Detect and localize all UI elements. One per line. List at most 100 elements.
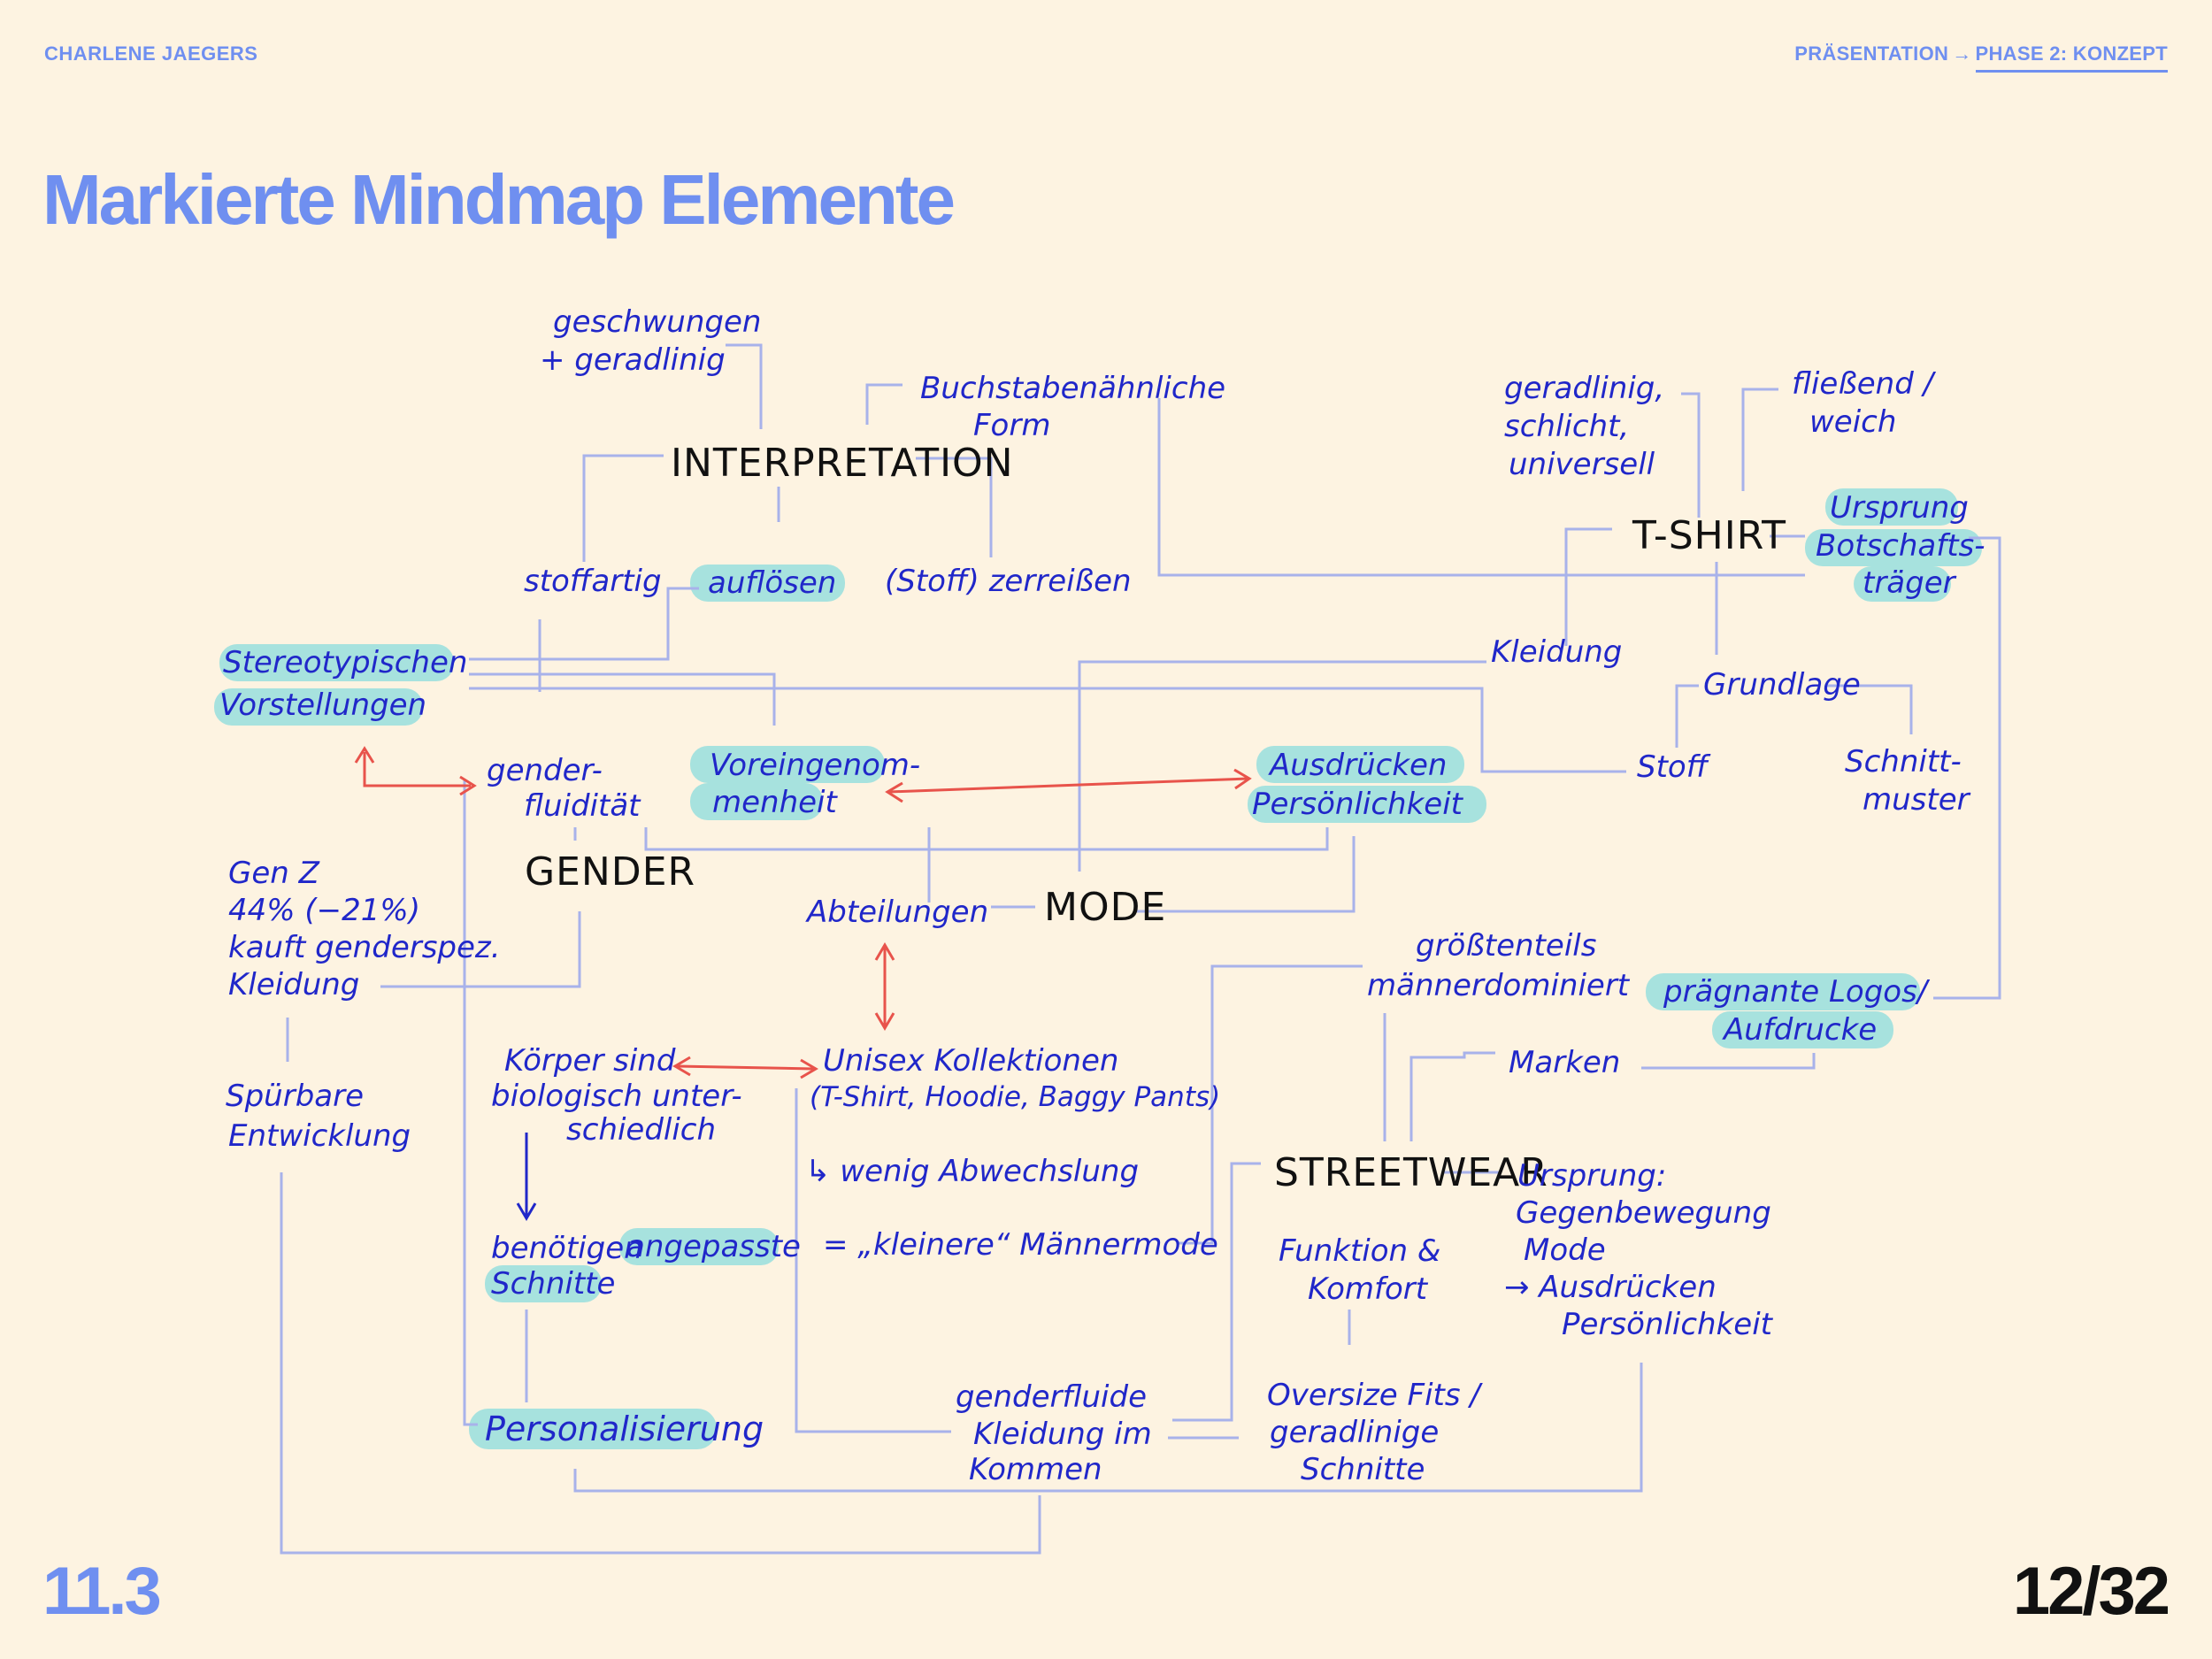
label-grundlage: Grundlage: [1703, 667, 1861, 703]
label-stereo: Vorstellungen: [219, 687, 426, 723]
labels: geschwungen + geradlinig Buchstabenähnli…: [219, 304, 1985, 1487]
connector-stoffartig: [582, 454, 664, 562]
author-name: CHARLENE JAEGERS: [44, 42, 258, 65]
connector-mode-ausdruck: [1137, 836, 1356, 913]
connector-maennermode-dominiert: [1177, 964, 1363, 1245]
label-stoffartig: stoffartig: [524, 564, 662, 599]
node-interpretation: INTERPRETATION: [671, 441, 1014, 486]
label-vorein: menheit: [712, 785, 839, 820]
label-gfluid: gender-: [487, 753, 603, 788]
label-koerper: schiedlich: [566, 1112, 716, 1148]
highlights: [214, 488, 1982, 1449]
label-usp: Persönlichkeit: [1562, 1307, 1774, 1342]
label-geschwungen: + geradlinig: [540, 342, 726, 378]
label-personalisierung: Personalisierung: [485, 1409, 764, 1448]
label-vorein: Voreingenom-: [710, 748, 920, 783]
arrowhead-down-icon: [874, 1012, 895, 1031]
label-benoetigen: benötigen: [491, 1231, 643, 1266]
label-ausdruck: Persönlichkeit: [1252, 787, 1464, 822]
label-groesstenteils: männerdominiert: [1367, 968, 1631, 1003]
label-ausdruck: Ausdrücken: [1268, 748, 1447, 783]
label-stoff: Stoff: [1637, 749, 1711, 785]
highlight-aufdrucke: [1712, 1011, 1893, 1048]
label-ursprung: Ursprung: [1830, 490, 1969, 526]
highlight-botschaft: [1805, 529, 1982, 566]
label-schnitt: muster: [1863, 782, 1971, 818]
section-number: 11.3: [42, 1554, 162, 1629]
label-fliessend: fließend /: [1792, 366, 1937, 402]
connector-stereo-aufloesen: [469, 587, 699, 661]
highlight-angepasste: [619, 1228, 779, 1265]
arrowhead-up-icon: [354, 746, 375, 764]
label-oversize: Oversize Fits /: [1267, 1378, 1483, 1413]
arrowhead-right-icon: [800, 1058, 818, 1079]
relation-vorein-ausdruck: [888, 777, 1248, 794]
highlight-vorstellungen: [214, 688, 423, 726]
label-fliessend: weich: [1809, 404, 1896, 440]
label-oversize: geradlinige: [1270, 1415, 1439, 1450]
label-spuerbar: Spürbare: [226, 1079, 364, 1114]
label-oversize: Schnitte: [1301, 1452, 1425, 1487]
connector-geradlinig: [1681, 392, 1701, 518]
highlight-vorein: [690, 746, 885, 783]
label-usp: → Ausdrücken: [1504, 1270, 1717, 1305]
label-buchstaben: Buchstabenähnliche: [920, 371, 1225, 406]
highlight-menheit: [690, 783, 823, 820]
label-abteilungen: Abteilungen: [805, 895, 988, 930]
connector-kleidung: [1564, 527, 1612, 646]
connector-stereo-vorein: [469, 672, 776, 726]
relations: [354, 746, 1252, 1221]
label-gfk: Kleidung im: [973, 1417, 1152, 1452]
label-geradlinig: universell: [1509, 447, 1655, 482]
highlight-ausdruck: [1256, 746, 1464, 783]
label-schnitte: Schnitte: [491, 1266, 615, 1302]
breadcrumb-parent[interactable]: PRÄSENTATION: [1794, 42, 1949, 65]
highlight-personalisierung: [469, 1409, 717, 1449]
label-funktion: Funktion &: [1279, 1233, 1440, 1269]
label-gfk: Kommen: [969, 1452, 1102, 1487]
page-number: 12/32: [2012, 1554, 2170, 1629]
connector-buchstaben-tshirt: [1157, 398, 1805, 577]
label-koerper: Körper sind: [504, 1043, 676, 1079]
label-stereo: Stereotypischen: [223, 645, 467, 680]
label-usp: Mode: [1524, 1233, 1606, 1268]
label-schnitt: Schnitt-: [1845, 744, 1962, 780]
highlight-persoenlichkeit: [1248, 786, 1486, 823]
connector-marken-logos: [1641, 1053, 1816, 1070]
connector-stereo-stoff: [469, 687, 1626, 773]
label-kleinere: = „kleinere“ Männermode: [823, 1227, 1218, 1263]
breadcrumb-arrow-icon: →: [1952, 42, 1972, 65]
label-koerper: biologisch unter-: [491, 1079, 742, 1114]
highlight-stereo: [219, 644, 454, 681]
connector-schnitt: [1827, 684, 1913, 734]
connectors: [280, 343, 2001, 1555]
highlight-traeger: [1854, 566, 1951, 602]
arrowhead-right-icon: [1233, 768, 1252, 790]
arrowhead-down-icon: [516, 1202, 537, 1221]
relation-koerper-unisex: [676, 1064, 815, 1071]
label-kleidung: Kleidung: [1491, 634, 1622, 670]
label-gfluid: fluidität: [524, 788, 641, 824]
connector-stoff: [1675, 684, 1699, 748]
label-genz: Gen Z: [228, 856, 320, 891]
label-ursprung: träger: [1863, 565, 1957, 601]
connector-geschwungen: [726, 343, 763, 429]
label-genz: 44% (−21%): [228, 893, 420, 928]
label-logos: Aufdrucke: [1722, 1012, 1877, 1048]
node-mode: MODE: [1044, 885, 1166, 930]
breadcrumb-current[interactable]: PHASE 2: KONZEPT: [1975, 42, 2168, 73]
arrowhead-left-icon: [672, 1056, 691, 1077]
connector-kleidung-mode: [1078, 660, 1486, 872]
arrowhead-left-icon: [885, 781, 903, 803]
arrowhead-right-icon: [459, 775, 477, 796]
connector-ursprung-logos: [1933, 536, 2001, 1000]
label-funktion: Komfort: [1308, 1271, 1429, 1307]
label-zerreissen: (Stoff) zerreißen: [885, 564, 1132, 599]
connector-personalisierung-usp: [573, 1363, 1643, 1493]
label-geschwungen: geschwungen: [553, 304, 761, 340]
main-nodes: INTERPRETATION T-SHIRT GENDER MODE STREE…: [525, 441, 1786, 1195]
arrowhead-up-icon: [874, 942, 895, 961]
highlight-ursprung: [1825, 488, 1958, 526]
label-spuerbar: Entwicklung: [228, 1118, 411, 1154]
